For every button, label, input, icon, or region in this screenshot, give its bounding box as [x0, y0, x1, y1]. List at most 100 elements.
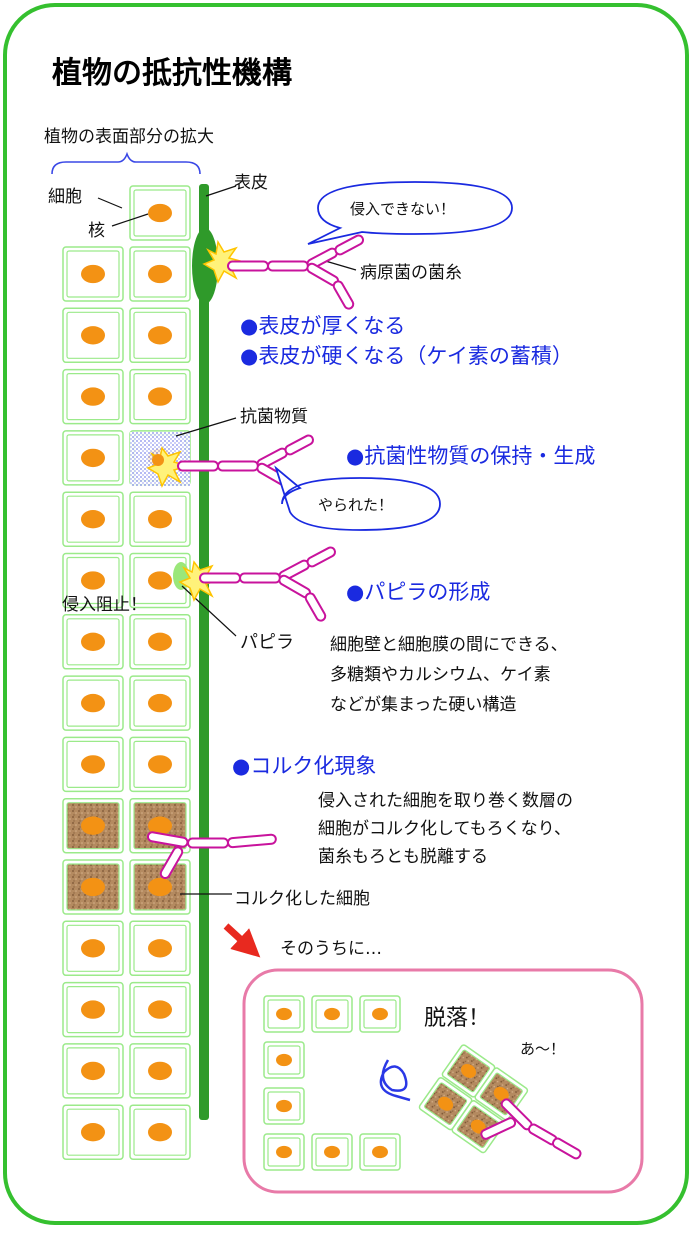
- panel-cell: [263, 1041, 305, 1079]
- cell: [129, 368, 191, 425]
- cell: [62, 368, 124, 425]
- hypha-segment: [187, 837, 229, 849]
- nucleus: [438, 1096, 454, 1111]
- nucleus: [81, 755, 105, 774]
- bubble-text-cannot-invade: 侵入できない！: [350, 200, 456, 218]
- label-nucleus: 核: [88, 221, 105, 241]
- papilla-desc-line-2: 多糖類やカルシウム、ケイ素: [330, 665, 551, 685]
- cell: [129, 491, 191, 547]
- cork-desc-line-2: 細胞がコルク化してもろくなり、: [318, 819, 571, 839]
- bubble-text-aah: あ～！: [520, 1040, 566, 1058]
- nucleus: [148, 326, 172, 345]
- hypha-segment: [304, 592, 327, 622]
- mechanism-cork: ●コルク化現象: [232, 754, 377, 778]
- hypha-segment: [267, 260, 309, 272]
- bubble-got-me: [274, 465, 441, 531]
- nucleus: [81, 264, 105, 284]
- cell: [62, 859, 124, 915]
- nucleus: [81, 877, 105, 897]
- panel-cell: [263, 1133, 305, 1171]
- nucleus: [148, 510, 172, 529]
- nucleus: [324, 1007, 340, 1021]
- cell-grid: [62, 185, 191, 1160]
- nucleus: [276, 1145, 292, 1159]
- detached-cork-cluster: [418, 1044, 529, 1154]
- nucleus: [276, 1099, 292, 1113]
- panel-cell: [359, 995, 401, 1033]
- mechanism-papilla: ●パピラの形成: [346, 580, 491, 604]
- nucleus: [81, 387, 105, 406]
- nucleus: [81, 510, 105, 529]
- mechanism-antimicrobial: ●抗菌性物質の保持・生成: [346, 444, 596, 468]
- impact-star: [202, 239, 247, 284]
- corked-cell: [418, 1077, 473, 1131]
- label-papilla: パピラ: [240, 632, 294, 653]
- hypha-segment: [227, 260, 269, 272]
- nucleus: [148, 571, 172, 590]
- cell: [62, 675, 124, 731]
- cell: [129, 675, 191, 731]
- nucleus: [276, 1007, 292, 1021]
- brace: [51, 151, 201, 175]
- cell: [62, 491, 124, 547]
- hypha-segment: [159, 846, 184, 880]
- hypha-segment: [177, 460, 219, 472]
- nucleus: [276, 1053, 292, 1067]
- hypha-segment: [284, 434, 315, 456]
- nucleus: [148, 387, 172, 406]
- nucleus: [81, 693, 105, 713]
- epidermis-thickening: [192, 228, 218, 304]
- cell: [62, 920, 124, 977]
- cell: [62, 1043, 124, 1099]
- nucleus: [148, 203, 172, 223]
- nucleus: [81, 816, 105, 835]
- bubble-cannot-invade: [307, 181, 513, 245]
- nucleus: [148, 816, 172, 835]
- nucleus: [148, 693, 172, 713]
- bubble-text-got-me: やられた！: [318, 496, 394, 514]
- mechanism-thicker: ●表皮が厚くなる: [240, 314, 406, 338]
- label-hypha: 病原菌の菌糸: [360, 263, 462, 283]
- panel-cell: [263, 995, 305, 1033]
- motion-swirl: [379, 1059, 411, 1102]
- cell: [62, 307, 124, 364]
- cell: [129, 185, 191, 241]
- label-eventually: そのうちに…: [280, 939, 382, 959]
- nucleus: [81, 326, 105, 345]
- outer-frame: [3, 3, 689, 1225]
- hypha-segment: [334, 234, 365, 256]
- hypha-segment: [226, 833, 277, 849]
- label-invasion-blocked: 侵入阻止！: [62, 595, 147, 615]
- cell: [62, 246, 124, 302]
- cell: [62, 614, 124, 670]
- label-corked-cell: コルク化した細胞: [234, 889, 370, 909]
- nucleus: [493, 1086, 509, 1101]
- cell: [62, 736, 124, 793]
- nucleus: [81, 1061, 105, 1081]
- nucleus: [372, 1145, 388, 1159]
- label-cell: 細胞: [48, 187, 82, 207]
- page-title: 植物の抵抗性機構: [52, 56, 292, 91]
- cell: [62, 430, 124, 486]
- cell: [62, 552, 124, 609]
- cell: [62, 981, 124, 1038]
- label-shed: 脱落！: [424, 1006, 491, 1031]
- cell: [129, 736, 191, 793]
- panel-cell: [359, 1133, 401, 1171]
- cell: [62, 1104, 124, 1160]
- nucleus: [148, 264, 172, 284]
- hypha-segment: [306, 546, 337, 568]
- cork-desc-line-3: 菌糸もろとも脱離する: [318, 847, 488, 867]
- label-surface-zoom: 植物の表面部分の拡大: [44, 127, 214, 147]
- mechanism-harder: ●表皮が硬くなる（ケイ素の蓄積）: [240, 344, 573, 368]
- panel-cells: [263, 995, 401, 1171]
- cell: [129, 859, 191, 915]
- hypha-segment: [239, 572, 281, 584]
- cork-desc-line-1: 侵入された細胞を取り巻く数層の: [318, 791, 573, 811]
- cell: [129, 981, 191, 1038]
- cell: [129, 920, 191, 977]
- hypha-segment: [199, 572, 241, 584]
- nucleus: [81, 939, 105, 958]
